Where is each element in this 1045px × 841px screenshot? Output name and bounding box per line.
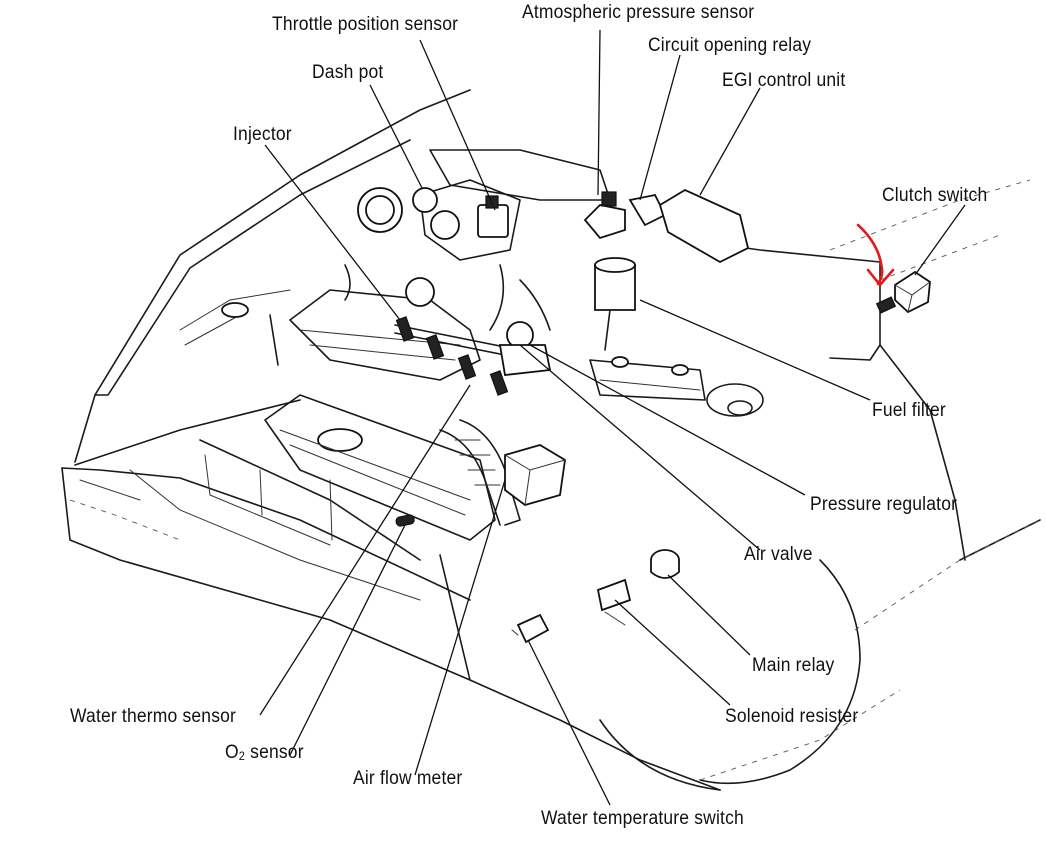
- label-fuel-filter: Fuel filter: [872, 400, 946, 421]
- label-throttle-position-sensor: Throttle position sensor: [272, 14, 459, 35]
- label-dash-pot: Dash pot: [312, 62, 384, 83]
- label-o2-sensor: O2 sensor: [225, 742, 304, 767]
- label-o2-sensor-o: O: [225, 742, 239, 763]
- leader-lines: [259, 29, 966, 806]
- label-air-flow-meter: Air flow meter: [353, 768, 463, 789]
- engine-components: [179, 149, 931, 644]
- label-o2-sensor-rest: sensor: [245, 742, 304, 763]
- label-water-temperature-switch: Water temperature switch: [541, 808, 744, 829]
- label-atmospheric-pressure-sensor: Atmospheric pressure sensor: [522, 2, 755, 23]
- label-circuit-opening-relay: Circuit opening relay: [648, 35, 812, 56]
- label-air-valve: Air valve: [744, 544, 813, 565]
- red-annotation-mark: [856, 223, 895, 287]
- label-pressure-regulator: Pressure regulator: [810, 494, 958, 515]
- label-solenoid-resister: Solenoid resister: [725, 706, 859, 727]
- label-injector: Injector: [233, 124, 292, 145]
- label-water-thermo-sensor: Water thermo sensor: [70, 706, 237, 727]
- label-egi-control-unit: EGI control unit: [722, 70, 846, 91]
- label-clutch-switch: Clutch switch: [882, 185, 988, 206]
- label-o2-sensor-subscript: 2: [238, 749, 246, 763]
- label-main-relay: Main relay: [752, 655, 835, 676]
